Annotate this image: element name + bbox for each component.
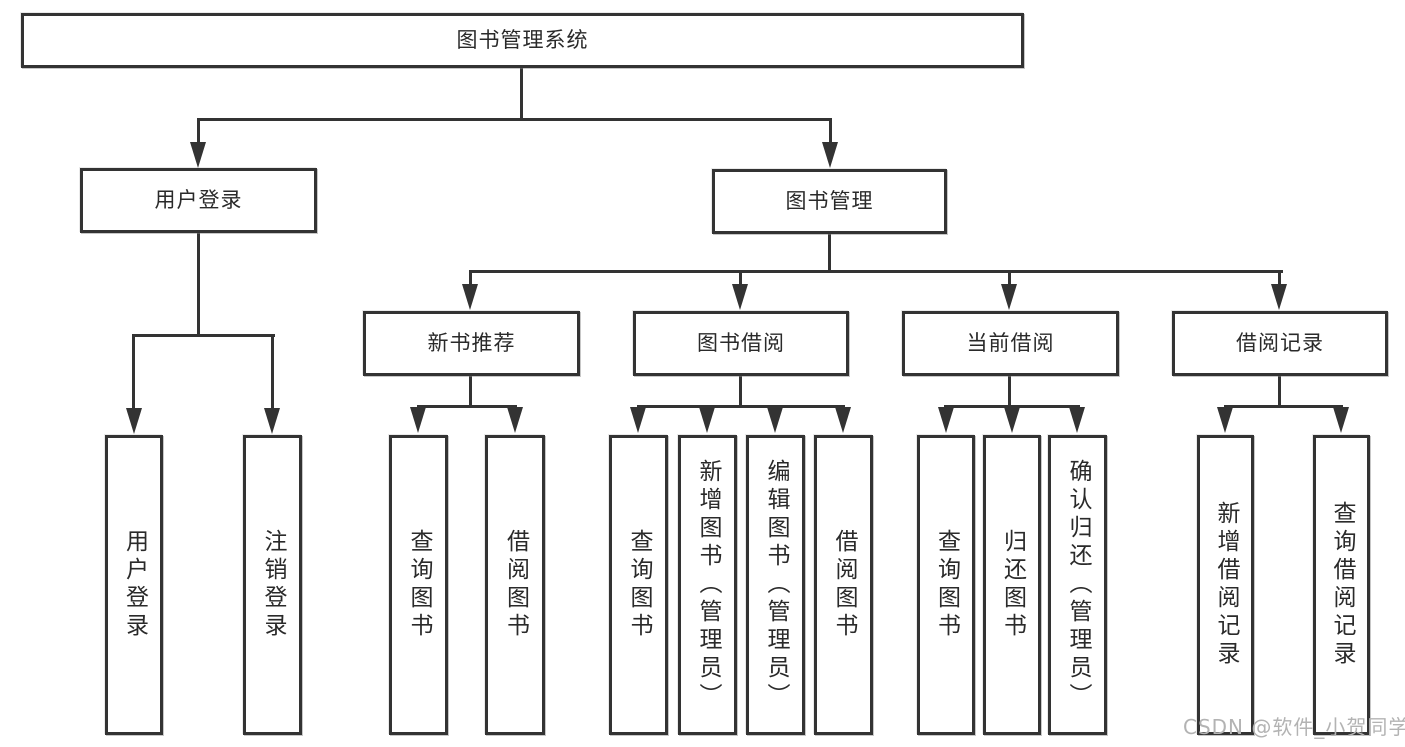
leaf-borrowing-edit-books-admin: 编辑图书（管理员） bbox=[746, 435, 805, 735]
node-label: 新增图书（管理员） bbox=[695, 459, 721, 711]
arrow-down-icon bbox=[462, 284, 478, 310]
connector-line bbox=[469, 376, 472, 407]
arrow-down-icon bbox=[822, 142, 838, 168]
node-label: 借阅记录 bbox=[1236, 331, 1324, 355]
node-label: 用户登录 bbox=[121, 529, 148, 641]
csdn-watermark: CSDN @软件_小贺同学 bbox=[1183, 715, 1405, 739]
leaf-user-login: 用户登录 bbox=[105, 435, 163, 735]
leaf-current-confirm-return-admin: 确认归还（管理员） bbox=[1048, 435, 1107, 735]
arrow-down-icon bbox=[767, 407, 783, 433]
node-label: 新增借阅记录 bbox=[1213, 501, 1239, 669]
connector-line bbox=[132, 334, 275, 337]
node-book-management: 图书管理 bbox=[712, 169, 947, 234]
leaf-borrowing-query-books: 查询图书 bbox=[609, 435, 668, 735]
connector-line bbox=[469, 270, 472, 285]
node-label: 查询图书 bbox=[933, 529, 960, 641]
node-user-login: 用户登录 bbox=[80, 168, 317, 233]
node-label: 查询借阅记录 bbox=[1329, 501, 1355, 669]
arrow-down-icon bbox=[835, 407, 851, 433]
connector-line bbox=[739, 270, 742, 285]
node-label: 查询图书 bbox=[406, 529, 432, 641]
arrow-down-icon bbox=[1001, 284, 1017, 310]
leaf-current-return-books: 归还图书 bbox=[983, 435, 1041, 735]
connector-line bbox=[1008, 376, 1011, 407]
connector-line bbox=[739, 376, 742, 407]
node-borrowing-records: 借阅记录 bbox=[1172, 311, 1388, 376]
node-library-management-system: 图书管理系统 bbox=[21, 13, 1024, 68]
node-label: 图书管理系统 bbox=[456, 28, 589, 52]
leaf-current-query-books: 查询图书 bbox=[917, 435, 975, 735]
leaf-logout: 注销登录 bbox=[243, 435, 302, 735]
connector-line bbox=[520, 68, 523, 120]
leaf-recommend-borrow-books: 借阅图书 bbox=[485, 435, 545, 735]
connector-line bbox=[417, 405, 517, 408]
connector-line bbox=[132, 334, 135, 408]
connector-line bbox=[1008, 270, 1011, 285]
node-label: 图书借阅 bbox=[697, 331, 785, 355]
connector-line bbox=[271, 334, 274, 408]
connector-line bbox=[637, 405, 845, 408]
node-label: 用户登录 bbox=[154, 188, 243, 212]
node-label: 借阅图书 bbox=[502, 529, 529, 641]
node-label: 确认归还（管理员） bbox=[1065, 459, 1091, 711]
arrow-down-icon bbox=[190, 142, 206, 168]
node-label: 当前借阅 bbox=[966, 331, 1055, 355]
connector-line bbox=[197, 233, 200, 336]
arrow-down-icon bbox=[1271, 284, 1287, 310]
node-book-borrowing: 图书借阅 bbox=[633, 311, 849, 376]
arrow-down-icon bbox=[699, 407, 715, 433]
leaf-borrowing-add-books-admin: 新增图书（管理员） bbox=[678, 435, 737, 735]
connector-line bbox=[469, 270, 1283, 273]
arrow-down-icon bbox=[1069, 407, 1085, 433]
leaf-recommend-query-books: 查询图书 bbox=[389, 435, 448, 735]
arrow-down-icon bbox=[732, 284, 748, 310]
node-label: 查询图书 bbox=[626, 529, 652, 641]
node-label: 新书推荐 bbox=[427, 331, 516, 355]
node-label: 图书管理 bbox=[785, 189, 874, 213]
connector-line bbox=[197, 118, 200, 144]
arrow-down-icon bbox=[1333, 407, 1349, 433]
arrow-down-icon bbox=[938, 407, 954, 433]
leaf-borrowing-borrow-books: 借阅图书 bbox=[814, 435, 873, 735]
node-new-book-recommendation: 新书推荐 bbox=[363, 311, 580, 376]
connector-line bbox=[197, 118, 832, 121]
connector-line bbox=[828, 234, 831, 272]
node-current-borrowing: 当前借阅 bbox=[902, 311, 1119, 376]
node-label: 归还图书 bbox=[999, 529, 1026, 641]
connector-line bbox=[1224, 405, 1343, 408]
arrow-down-icon bbox=[410, 407, 426, 433]
connector-line bbox=[944, 405, 1080, 408]
connector-line bbox=[1278, 270, 1281, 285]
connector-line bbox=[1278, 376, 1281, 407]
arrow-down-icon bbox=[630, 407, 646, 433]
leaf-records-query-borrow-record: 查询借阅记录 bbox=[1313, 435, 1370, 735]
arrow-down-icon bbox=[126, 408, 142, 434]
arrow-down-icon bbox=[507, 407, 523, 433]
connector-line bbox=[829, 118, 832, 144]
node-label: 注销登录 bbox=[260, 529, 286, 641]
arrow-down-icon bbox=[264, 408, 280, 434]
arrow-down-icon bbox=[1004, 407, 1020, 433]
node-label: 借阅图书 bbox=[831, 529, 857, 641]
leaf-records-add-borrow-record: 新增借阅记录 bbox=[1197, 435, 1254, 735]
node-label: 编辑图书（管理员） bbox=[763, 459, 789, 711]
arrow-down-icon bbox=[1217, 407, 1233, 433]
